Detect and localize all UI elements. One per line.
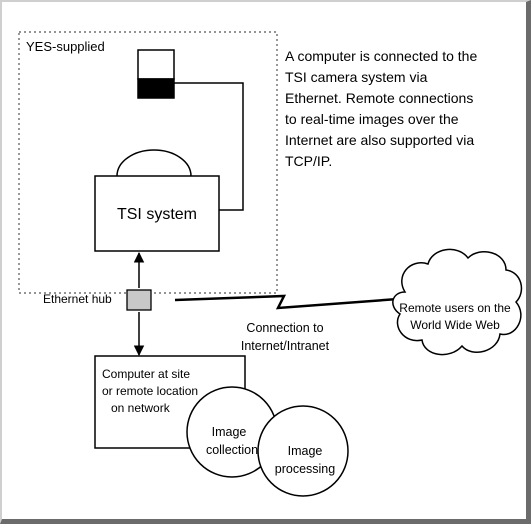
tsi-system-box bbox=[94, 175, 220, 252]
description-line-6: TCP/IP. bbox=[285, 153, 332, 169]
image-collection-label-line-1: Image bbox=[212, 425, 247, 439]
computer-label-line-1: Computer at site bbox=[102, 367, 190, 381]
computer-label-line-3: on network bbox=[111, 401, 171, 415]
camera-monitor-screen bbox=[137, 49, 175, 80]
tsi-dome bbox=[116, 149, 192, 177]
connection-label-line-1: Connection to bbox=[246, 321, 323, 335]
connection-label-line-2: Internet/Intranet bbox=[241, 339, 330, 353]
description-line-5: Internet are also supported via bbox=[285, 132, 474, 148]
ethernet-hub-label: Ethernet hub bbox=[43, 292, 112, 306]
image-processing-label-line-2: processing bbox=[275, 462, 335, 476]
tsi-system-label: TSI system bbox=[117, 206, 197, 223]
image-processing-label-line-1: Image bbox=[288, 444, 323, 458]
computer-label-line-2: or remote location bbox=[102, 384, 198, 398]
remote-users-label-line-2: World Wide Web bbox=[410, 318, 500, 332]
camera-cable bbox=[174, 82, 244, 211]
remote-users-label-line-1: Remote users on the bbox=[399, 301, 511, 315]
image-collection-label-line-2: collection bbox=[206, 443, 258, 457]
description-line-1: A computer is connected to the bbox=[285, 48, 477, 64]
internet-connection-line bbox=[174, 294, 399, 310]
remote-users-cloud bbox=[392, 248, 523, 356]
description-line-4: to real-time images over the bbox=[285, 111, 459, 127]
description-text: A computer is connected to the TSI camer… bbox=[285, 48, 477, 169]
image-processing-circle bbox=[257, 405, 349, 497]
description-line-3: Ethernet. Remote connections bbox=[285, 90, 473, 106]
camera-monitor-base bbox=[137, 78, 175, 99]
description-line-2: TSI camera system via bbox=[285, 69, 428, 85]
yes-supplied-label: YES-supplied bbox=[26, 39, 105, 54]
ethernet-hub bbox=[126, 289, 152, 311]
